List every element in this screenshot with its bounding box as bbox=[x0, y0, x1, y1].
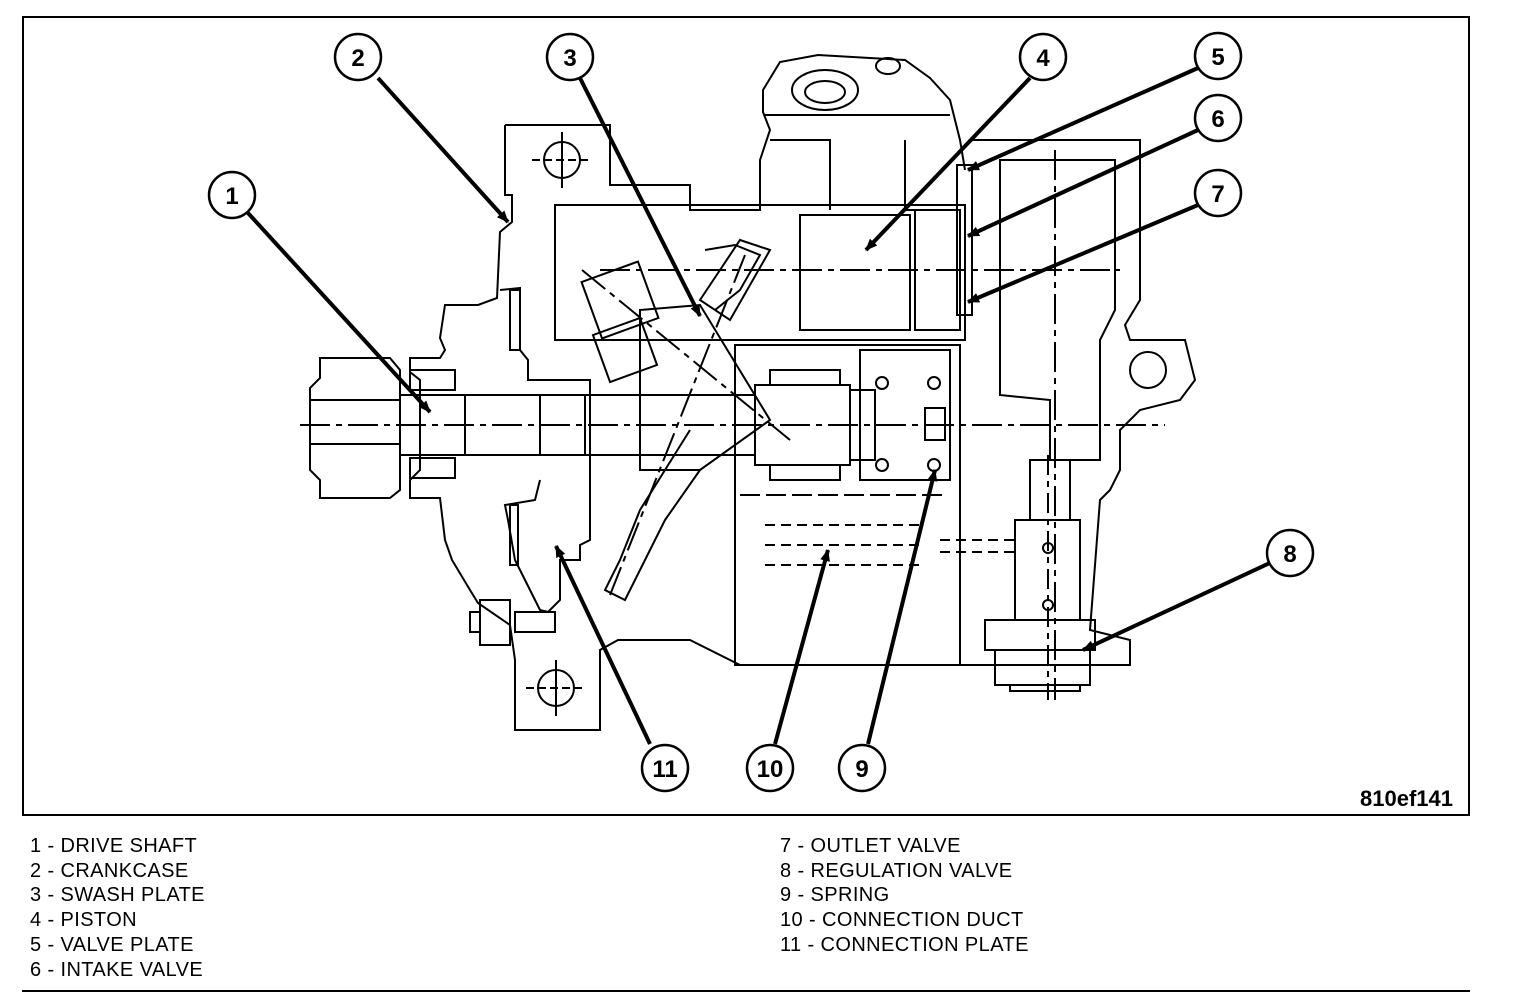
bottom-rule bbox=[22, 990, 1470, 992]
callout-3-label: 3 bbox=[563, 45, 576, 72]
callout-2-label: 2 bbox=[351, 45, 364, 72]
legend-item: 5 - VALVE PLATE bbox=[30, 933, 194, 956]
callout-leaders bbox=[246, 66, 1273, 745]
callout-2: 2 bbox=[333, 32, 383, 82]
legend-item: 8 - REGULATION VALVE bbox=[780, 859, 1013, 882]
legend-left: 1 - DRIVE SHAFT 2 - CRANKCASE 3 - SWASH … bbox=[30, 834, 205, 982]
legend-item: 6 - INTAKE VALVE bbox=[30, 958, 204, 981]
callout-4-label: 4 bbox=[1036, 45, 1050, 72]
leader-11 bbox=[554, 545, 652, 745]
callout-8: 8 bbox=[1265, 528, 1315, 578]
legend-right: 7 - OUTLET VALVE 8 - REGULATION VALVE 9 … bbox=[780, 834, 1029, 958]
callout-3: 3 bbox=[545, 32, 595, 82]
leader-1 bbox=[246, 211, 432, 414]
callout-7-label: 7 bbox=[1211, 181, 1224, 208]
callout-1-label: 1 bbox=[225, 183, 238, 210]
callout-9: 9 bbox=[837, 743, 887, 793]
callout-11: 11 bbox=[640, 743, 690, 793]
leader-7 bbox=[967, 203, 1199, 304]
legend-item: 7 - OUTLET VALVE bbox=[780, 835, 961, 857]
legend-item: 11 - CONNECTION PLATE bbox=[780, 933, 1029, 956]
leader-8 bbox=[1082, 560, 1273, 652]
figure-frame bbox=[22, 16, 1470, 816]
callout-7: 7 bbox=[1193, 168, 1243, 218]
legend-item: 4 - PISTON bbox=[30, 909, 137, 932]
leader-4 bbox=[864, 76, 1032, 252]
callout-11-label: 11 bbox=[652, 756, 677, 783]
legend-item: 10 - CONNECTION DUCT bbox=[780, 909, 1024, 932]
callout-5-label: 5 bbox=[1211, 44, 1224, 71]
callout-4: 4 bbox=[1018, 32, 1068, 82]
callout-8-label: 8 bbox=[1283, 541, 1296, 568]
leader-10 bbox=[773, 549, 830, 745]
callouts: 1 2 3 4 5 6 7 8 bbox=[207, 31, 1315, 793]
legend-item: 9 - SPRING bbox=[780, 884, 890, 907]
callout-5: 5 bbox=[1193, 31, 1243, 81]
leader-2 bbox=[376, 76, 510, 224]
leader-5 bbox=[967, 66, 1199, 172]
callout-1: 1 bbox=[207, 170, 257, 220]
legend-item: 1 - DRIVE SHAFT bbox=[30, 835, 198, 857]
callout-10: 10 bbox=[745, 743, 795, 793]
compressor-drawing bbox=[300, 53, 1197, 731]
callout-6-label: 6 bbox=[1211, 106, 1224, 133]
figure-id: 810ef141 bbox=[1360, 786, 1453, 811]
callout-6: 6 bbox=[1193, 93, 1243, 143]
legend-item: 3 - SWASH PLATE bbox=[30, 884, 205, 907]
callout-10-label: 10 bbox=[757, 756, 784, 783]
legend-item: 2 - CRANKCASE bbox=[30, 859, 189, 882]
leader-9 bbox=[866, 469, 938, 745]
leader-6 bbox=[967, 128, 1199, 238]
leader-3 bbox=[578, 77, 702, 317]
callout-9-label: 9 bbox=[855, 756, 868, 783]
